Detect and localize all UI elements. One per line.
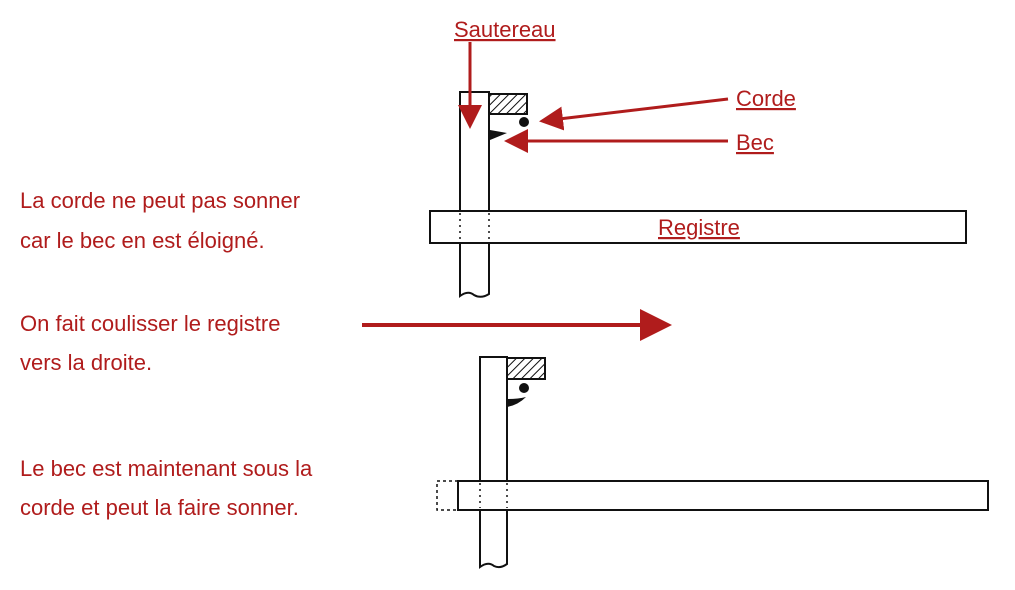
jack-top — [459, 91, 490, 298]
damper-top — [488, 93, 528, 115]
caption-action-1: On fait coulisser le registre — [20, 311, 280, 336]
label-register: Registre — [658, 215, 740, 240]
plectrum-bottom — [507, 397, 526, 407]
register-top — [429, 210, 967, 244]
string-dot-top — [519, 117, 529, 127]
caption-before-2: car le bec en est éloigné. — [20, 228, 265, 253]
caption-after-1: Le bec est maintenant sous la — [20, 456, 313, 481]
plectrum-top — [490, 130, 507, 140]
label-jack: Sautereau — [454, 17, 556, 42]
string-dot-bottom — [519, 383, 529, 393]
caption-action-2: vers la droite. — [20, 350, 152, 375]
register-ghost — [436, 480, 460, 511]
label-string: Corde — [736, 86, 796, 111]
caption-before-1: La corde ne peut pas sonner — [20, 188, 300, 213]
caption-after-2: corde et peut la faire sonner. — [20, 495, 299, 520]
bottom-figure — [436, 356, 989, 569]
label-plectrum: Bec — [736, 130, 774, 155]
register-bottom — [457, 480, 989, 511]
jack-bottom — [479, 356, 508, 569]
top-figure — [429, 91, 967, 298]
arrow-string — [539, 97, 729, 131]
damper-bottom — [506, 357, 546, 380]
